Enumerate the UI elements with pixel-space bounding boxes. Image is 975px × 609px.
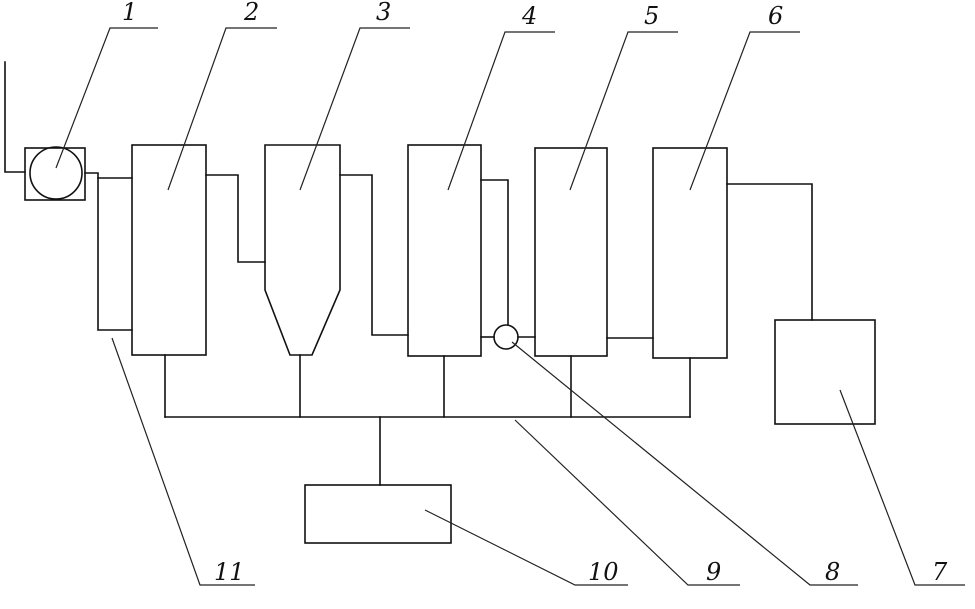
label-2: 2 bbox=[243, 0, 259, 26]
label-4: 4 bbox=[521, 2, 537, 30]
label-1: 1 bbox=[122, 0, 137, 26]
label-7: 7 bbox=[932, 558, 948, 586]
component-7-box bbox=[774, 319, 876, 425]
pipe-11-bypass bbox=[97, 177, 133, 331]
component-10-box bbox=[304, 484, 452, 544]
component-6-vessel bbox=[652, 147, 728, 359]
label-8: 8 bbox=[825, 558, 840, 586]
component-4-vessel bbox=[407, 144, 482, 357]
label-10: 10 bbox=[588, 558, 619, 586]
component-1-pump bbox=[24, 146, 86, 201]
component-3-cyclone bbox=[264, 144, 341, 356]
label-3: 3 bbox=[376, 0, 391, 26]
label-6: 6 bbox=[768, 2, 783, 30]
pipe-2-to-3 bbox=[205, 174, 266, 263]
inlet-line bbox=[4, 61, 26, 173]
component-8-valve bbox=[493, 324, 519, 350]
pipe-3-to-4 bbox=[339, 174, 409, 336]
label-5: 5 bbox=[644, 2, 659, 30]
label-11: 11 bbox=[214, 558, 245, 586]
leaders bbox=[55, 27, 965, 586]
pipe-1-to-2 bbox=[84, 172, 133, 179]
component-2-vessel bbox=[131, 144, 207, 356]
label-9: 9 bbox=[706, 558, 721, 586]
pipe-4-to-8 bbox=[480, 179, 509, 326]
component-5-vessel bbox=[534, 147, 608, 357]
pipe-6-to-7 bbox=[726, 183, 813, 321]
